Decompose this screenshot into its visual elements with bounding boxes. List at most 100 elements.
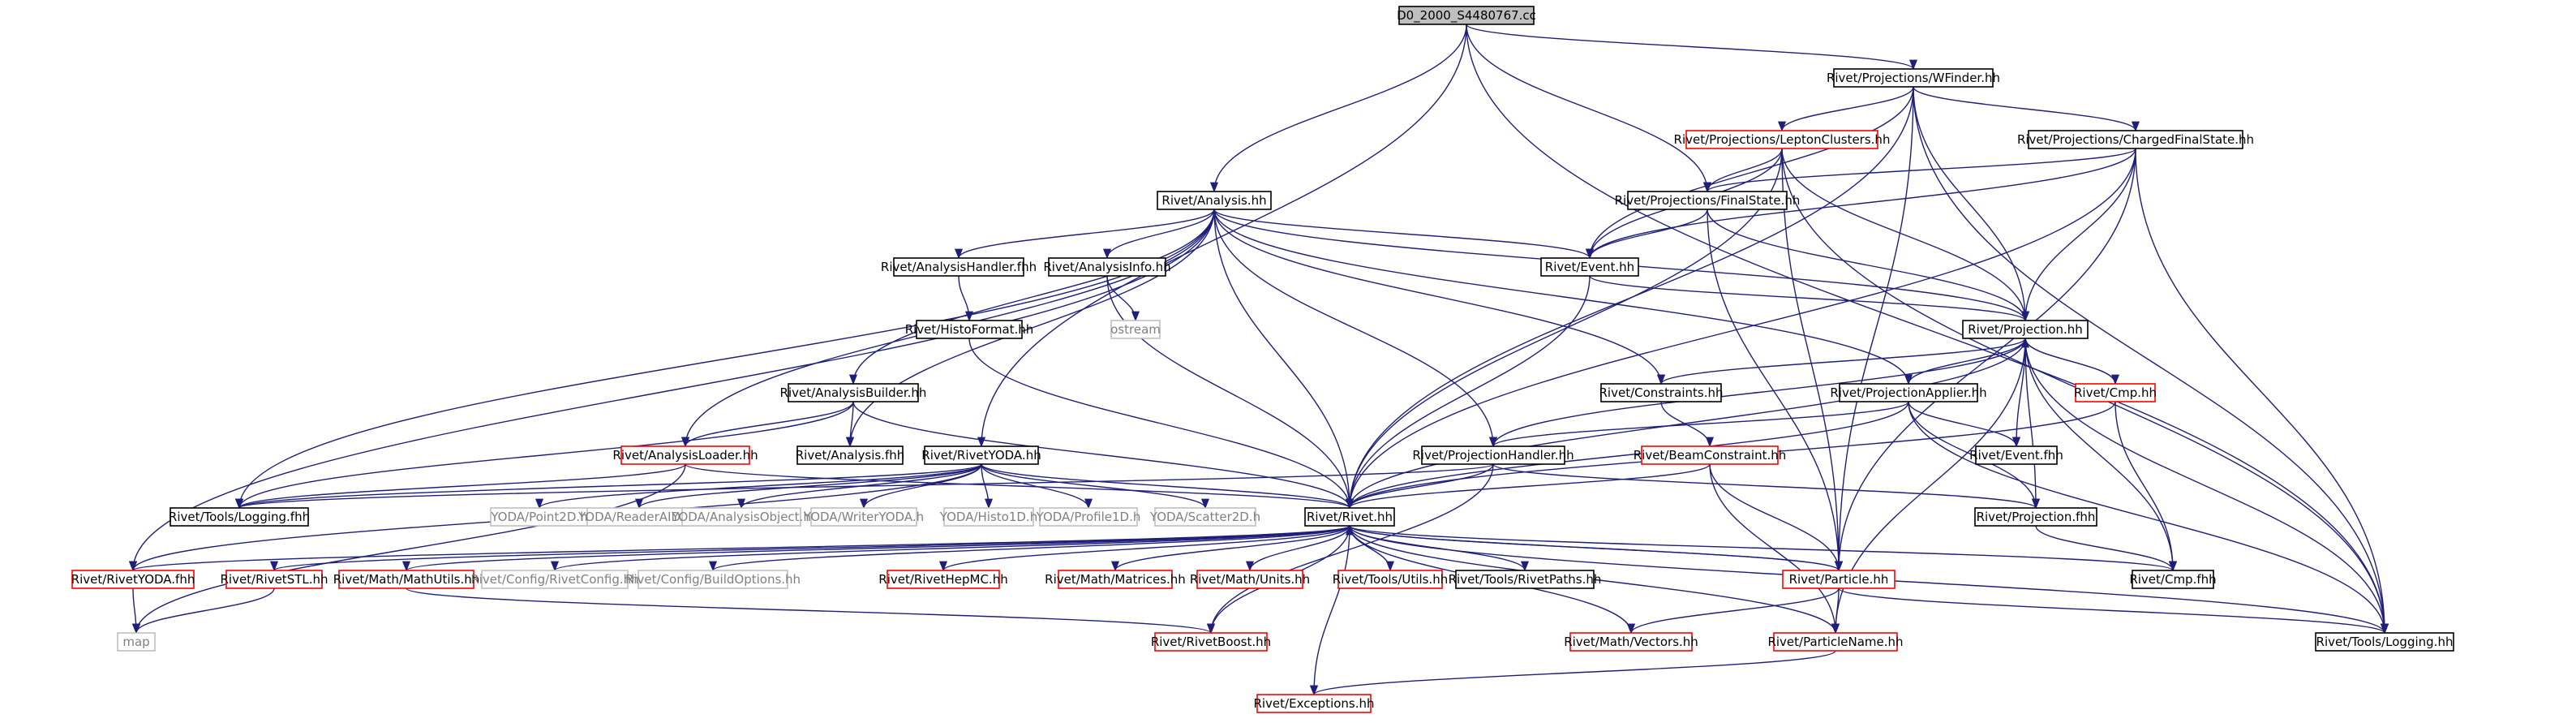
edge-finalstate-to-event — [1586, 209, 1708, 260]
edge-layer — [129, 24, 2389, 696]
node-label: Rivet/RivetYODA.hh — [921, 448, 1041, 463]
node-box — [117, 632, 156, 652]
edge-charged-to-projection — [2020, 148, 2136, 322]
node-box — [1627, 191, 1788, 210]
node-aobject: YODA/AnalysisObject.h — [671, 507, 811, 527]
node-cmpfhh[interactable]: Rivet/Cmp.fhh — [2129, 570, 2217, 589]
edge-analysis-to-projapplier — [1213, 209, 1913, 385]
edge-rivethh-to-mathutils — [402, 525, 1350, 572]
node-hepmc[interactable]: Rivet/RivetHepMC.hh — [878, 570, 1008, 589]
edge-projection-to-projfhh — [2024, 338, 2041, 510]
node-label: Rivet/Math/Vectors.hh — [1564, 635, 1698, 649]
node-profile1d: YODA/Profile1D.h — [1036, 507, 1141, 527]
node-exceptions[interactable]: Rivet/Exceptions.hh — [1253, 694, 1375, 713]
node-ahandler[interactable]: Rivet/AnalysisHandler.fhh — [881, 257, 1037, 277]
edge-wfinder-to-charged — [1913, 86, 2140, 132]
edge-rivethh-to-hepmc — [939, 525, 1350, 572]
node-charged[interactable]: Rivet/Projections/ChargedFinalState.hh — [2017, 130, 2254, 149]
node-finalstate[interactable]: Rivet/Projections/FinalState.hh — [1615, 191, 1801, 210]
edge-rivetyoda-to-scatter2d — [981, 463, 1209, 510]
node-box — [1048, 257, 1166, 277]
node-cmp[interactable]: Rivet/Cmp.hh — [2074, 383, 2157, 402]
node-writeryoda: YODA/WriterYODA.h — [803, 507, 924, 527]
node-wfinder[interactable]: Rivet/Projections/WFinder.hh — [1827, 68, 2000, 88]
node-ainfo[interactable]: Rivet/AnalysisInfo.hh — [1043, 257, 1171, 277]
edge-ainfo-to-rivethh — [1106, 275, 1355, 510]
edge-projection-to-toolslog — [2024, 338, 2389, 635]
edge-projapplier-to-eventfhh — [1908, 401, 2020, 448]
edge-rivetyoda-to-toolslogfhh — [235, 463, 982, 510]
edge-charged-to-rivethh — [1346, 148, 2136, 510]
node-particle[interactable]: Rivet/Particle.hh — [1782, 570, 1896, 589]
edge-pname-to-exceptions — [1310, 650, 1836, 696]
node-event[interactable]: Rivet/Event.hh — [1540, 257, 1639, 277]
node-histoformat[interactable]: Rivet/HistoFormat.hh — [905, 320, 1034, 339]
node-box — [810, 507, 917, 527]
edge-projfhh-to-cmpfhh — [2035, 525, 2177, 572]
edge-rivethh-to-units — [1246, 525, 1350, 572]
node-vectors[interactable]: Rivet/Math/Vectors.hh — [1564, 632, 1698, 652]
node-rivetpaths[interactable]: Rivet/Tools/RivetPaths.hh — [1449, 570, 1602, 589]
node-box — [1600, 383, 1722, 402]
node-projhandler[interactable]: Rivet/ProjectionHandler.hh — [1412, 445, 1574, 465]
node-toolslog[interactable]: Rivet/Tools/Logging.hh — [2315, 632, 2454, 652]
node-eventfhh[interactable]: Rivet/Event.fhh — [1969, 445, 2063, 465]
edge-particle-to-rivethh — [1346, 524, 1840, 571]
edge-cmp-to-cmpfhh — [2114, 401, 2178, 572]
edge-histoformat-to-rivethh — [968, 338, 1354, 510]
node-label: YODA/Profile1D.h — [1036, 510, 1141, 524]
node-abuilder[interactable]: Rivet/AnalysisBuilder.hh — [780, 383, 927, 402]
edge-lepton-to-particle — [1781, 148, 1844, 572]
node-toolslogfhh[interactable]: Rivet/Tools/Logging.fhh — [169, 507, 310, 527]
node-root[interactable]: D0_2000_S4480767.cc — [1397, 6, 1536, 25]
edge-root-to-toolslog — [1466, 24, 2389, 635]
node-label: Rivet/RivetYODA.fhh — [71, 572, 195, 587]
node-label: Rivet/RivetSTL.hh — [220, 572, 328, 587]
edge-projapplier-to-toolslog — [1908, 401, 2389, 635]
node-pname[interactable]: Rivet/ParticleName.hh — [1767, 632, 1904, 652]
edge-particle-to-vectors — [1627, 587, 1840, 635]
node-mathutils[interactable]: Rivet/Math/MathUtils.hh — [333, 570, 480, 589]
node-toolsutils[interactable]: Rivet/Tools/Utils.hh — [1333, 570, 1448, 589]
node-box — [1833, 68, 1994, 88]
node-box — [2028, 130, 2243, 149]
node-beam[interactable]: Rivet/BeamConstraint.hh — [1634, 445, 1787, 465]
node-analysis[interactable]: Rivet/Analysis.hh — [1157, 191, 1272, 210]
node-box — [1782, 570, 1896, 589]
node-rivetyoda[interactable]: Rivet/RivetYODA.hh — [921, 445, 1041, 465]
edge-lepton-to-finalstate — [1703, 148, 1783, 193]
node-label: Rivet/Projections/LeptonClusters.hh — [1674, 132, 1891, 147]
node-projection[interactable]: Rivet/Projection.hh — [1962, 320, 2089, 339]
node-label: Rivet/Tools/Logging.hh — [2316, 635, 2454, 649]
node-projfhh[interactable]: Rivet/Projection.fhh — [1974, 507, 2097, 527]
node-label: YODA/Scatter2D.h — [1149, 510, 1260, 524]
node-rivetboost[interactable]: Rivet/RivetBoost.hh — [1151, 632, 1271, 652]
node-aloader[interactable]: Rivet/AnalysisLoader.hh — [612, 445, 758, 465]
node-box — [225, 570, 323, 589]
node-label: Rivet/ProjectionHandler.hh — [1412, 448, 1574, 463]
node-lepton[interactable]: Rivet/Projections/LeptonClusters.hh — [1674, 130, 1891, 149]
node-label: Rivet/Tools/Logging.fhh — [169, 510, 310, 524]
edge-charged-to-event — [1586, 148, 2136, 260]
node-label: Rivet/Tools/RivetPaths.hh — [1449, 572, 1602, 587]
node-projapplier[interactable]: Rivet/ProjectionApplier.hh — [1830, 383, 1987, 402]
node-label: Rivet/Cmp.fhh — [2129, 572, 2216, 587]
node-units[interactable]: Rivet/Math/Units.hh — [1190, 570, 1310, 589]
node-matrices[interactable]: Rivet/Math/Matrices.hh — [1045, 570, 1186, 589]
edge-projhandler-to-rivetboost — [1207, 463, 1494, 635]
node-label: Rivet/AnalysisInfo.hh — [1043, 260, 1170, 274]
node-ostream: ostream — [1110, 320, 1161, 339]
node-box — [788, 383, 919, 402]
node-rivetyodafhh[interactable]: Rivet/RivetYODA.fhh — [71, 570, 195, 589]
edge-root-to-wfinder — [1466, 24, 1917, 71]
node-box — [170, 507, 309, 527]
node-label: ostream — [1110, 322, 1161, 337]
edge-projapplier-to-projhandler — [1489, 401, 1909, 448]
node-analysisfhh[interactable]: Rivet/Analysis.fhh — [796, 445, 905, 465]
node-rivetstl[interactable]: Rivet/RivetSTL.hh — [220, 570, 328, 589]
node-box — [1196, 570, 1303, 589]
node-box — [1337, 570, 1443, 589]
node-box — [681, 507, 801, 527]
node-rivethh[interactable]: Rivet/Rivet.hh — [1304, 507, 1395, 527]
node-constraints[interactable]: Rivet/Constraints.hh — [1599, 383, 1724, 402]
